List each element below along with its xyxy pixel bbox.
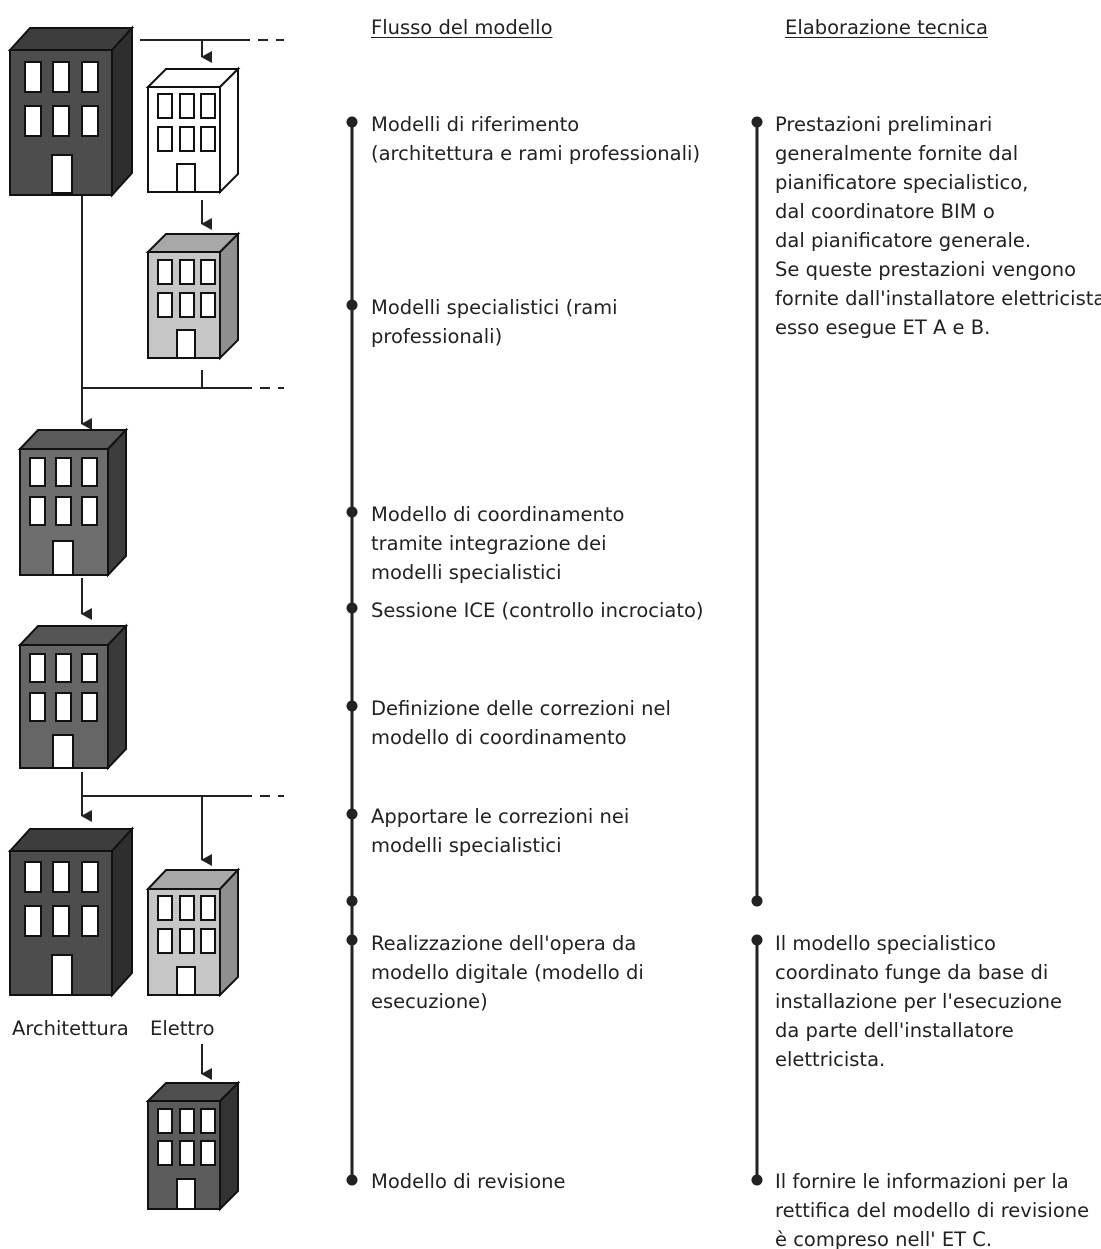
building-reference-specialist-icon [145, 66, 241, 195]
building-corrections-model-icon [17, 623, 129, 771]
timeline-dot [346, 1174, 358, 1186]
timeline-dot [751, 895, 763, 907]
timeline-dot [346, 700, 358, 712]
building-specialist-model-icon [145, 231, 241, 361]
timeline-dot [346, 895, 358, 907]
building-coordination-model-icon [17, 427, 129, 578]
timeline-dot [751, 934, 763, 946]
timeline-dot [751, 116, 763, 128]
flow-step-ice-session: Sessione ICE (controllo incrociato) [371, 599, 704, 622]
building-architecture-icon [7, 826, 135, 998]
technical-note-installation-basis: Il modello specialistico coordinato fung… [775, 932, 1062, 1071]
technical-note-preliminary: Prestazioni preliminari generalmente for… [775, 113, 1101, 339]
flow-step-specialist-models: Modelli specialistici (rami professional… [371, 296, 618, 348]
flow-step-revision-model: Modello di revisione [371, 1170, 566, 1193]
label-electro: Elettro [150, 1017, 215, 1040]
flow-step-apply-corrections: Apportare le correzioni nei modelli spec… [371, 805, 630, 857]
header-model-flow: Flusso del modello [371, 16, 553, 39]
technical-note-revision: Il fornire le informazioni per la rettif… [775, 1170, 1090, 1249]
building-revision-model-icon [145, 1080, 241, 1212]
timeline-dot [346, 506, 358, 518]
label-architecture: Architettura [12, 1017, 129, 1040]
flow-connectors [81, 39, 284, 1080]
timeline-dot [346, 602, 358, 614]
building-reference-architecture-icon [7, 25, 135, 198]
flow-step-coordination-model: Modello di coordinamento tramite integra… [371, 503, 625, 584]
timeline-dot [346, 299, 358, 311]
timeline-dot [346, 116, 358, 128]
timeline-dot [346, 934, 358, 946]
model-flow-timeline [346, 116, 358, 1186]
technical-timeline [751, 116, 763, 1186]
timeline-dot [346, 808, 358, 820]
flow-step-reference-models: Modelli di riferimento (architettura e r… [371, 113, 701, 165]
building-electro-icon [145, 867, 241, 998]
header-technical: Elaborazione tecnica [785, 16, 988, 39]
flow-step-define-corrections: Definizione delle correzioni nel modello… [371, 697, 671, 749]
flow-step-execution-model: Realizzazione dell'opera da modello digi… [371, 932, 644, 1013]
timeline-dot [751, 1174, 763, 1186]
